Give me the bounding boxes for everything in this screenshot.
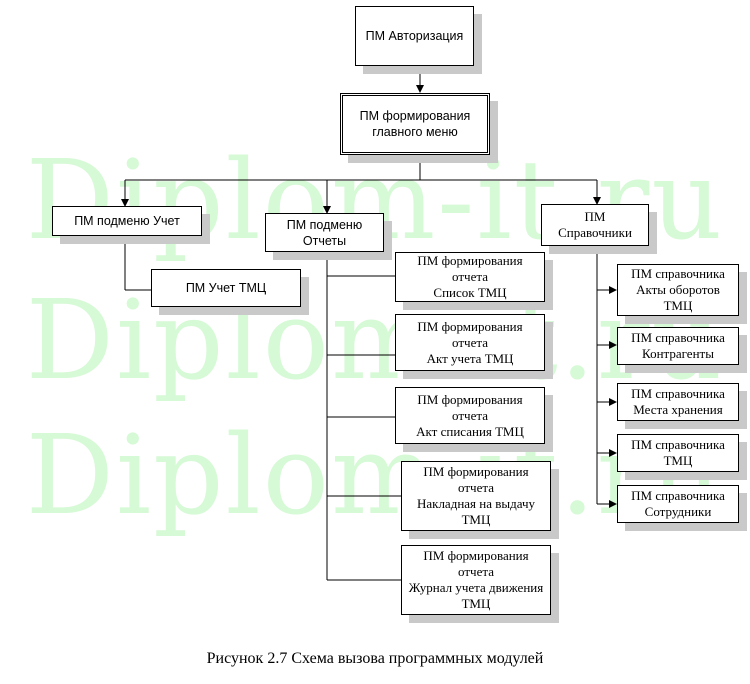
report-line: отчета [452,334,488,350]
submenu-otchety-box: ПМ подменю Отчеты [265,213,384,252]
reference-line: Сотрудники [644,504,712,519]
reference-box-kontragenty: ПМ справочника Контрагенты [617,327,739,365]
report-line: ПМ формирования [417,253,523,268]
submenu-uchet-label: ПМ подменю Учет [74,214,180,228]
report-line: ТМЦ [461,512,491,527]
reference-line: ТМЦ [663,298,693,313]
report-line: Журнал учета движения [408,580,544,595]
reference-box-tmc: ПМ справочника ТМЦ [617,434,739,472]
reference-line: Контрагенты [642,346,714,361]
reference-line: ПМ справочника [631,330,725,345]
reference-line: ПМ справочника [631,386,725,401]
report-line: ТМЦ [461,596,491,611]
watermark-text: Diplom-it.ru [25,411,725,539]
report-line: ПМ формирования [423,548,529,563]
reference-line: ПМ справочника [631,266,725,281]
uchet-tmc-box: ПМ Учет ТМЦ [151,269,301,307]
report-box-akt-ucheta: ПМ формирования отчета Акт учета ТМЦ [395,314,545,371]
report-box-nakladnaya: ПМ формирования отчета Накладная на выда… [401,461,551,531]
reference-line: Места хранения [633,402,723,417]
main-menu-module-box: ПМ формирования главного меню [340,93,490,155]
reference-line: ТМЦ [663,453,693,468]
spravochniki-box: ПМ Справочники [541,204,649,246]
report-box-zhurnal: ПМ формирования отчета Журнал учета движ… [401,545,551,615]
report-line: Список ТМЦ [433,285,507,300]
reference-box-mesta-hraneniya: ПМ справочника Места хранения [617,383,739,421]
report-box-akt-spisaniya: ПМ формирования отчета Акт списания ТМЦ [395,387,545,444]
report-box-list-tmc: ПМ формирования отчета Список ТМЦ [395,252,545,302]
report-line: ПМ формирования [423,464,529,479]
report-line: отчета [458,564,494,579]
spravochniki-line-1: ПМ [584,209,606,224]
figure-caption: Рисунок 2.7 Схема вызова программных мод… [206,650,544,667]
report-line: отчета [452,407,488,423]
spravochniki-line-2: Справочники [558,225,632,240]
report-line: Накладная на выдачу [416,496,536,511]
auth-module-label: ПМ Авторизация [365,29,464,43]
submenu-otchety-line-1: ПМ подменю [286,217,363,232]
watermark-text: Diplom-it.ru [25,276,725,404]
submenu-uchet-box: ПМ подменю Учет [52,206,202,236]
reference-box-akty-oborotov: ПМ справочника Акты оборотов ТМЦ [617,264,739,316]
reference-line: ПМ справочника [631,437,725,452]
reference-box-sotrudniki: ПМ справочника Сотрудники [617,485,739,523]
submenu-otchety-line-2: Отчеты [302,233,347,248]
report-line: отчета [452,269,488,284]
reference-line: Акты оборотов [636,282,720,297]
report-line: отчета [458,480,494,495]
auth-module-box: ПМ Авторизация [355,6,474,66]
report-line: Акт списания ТМЦ [416,423,524,439]
main-menu-line-2: главного меню [372,125,458,139]
report-line: Акт учета ТМЦ [426,350,514,366]
report-line: ПМ формирования [417,391,523,407]
reference-line: ПМ справочника [631,488,725,503]
main-menu-line-1: ПМ формирования [359,109,471,123]
report-line: ПМ формирования [417,318,523,334]
uchet-tmc-label: ПМ Учет ТМЦ [185,281,267,295]
